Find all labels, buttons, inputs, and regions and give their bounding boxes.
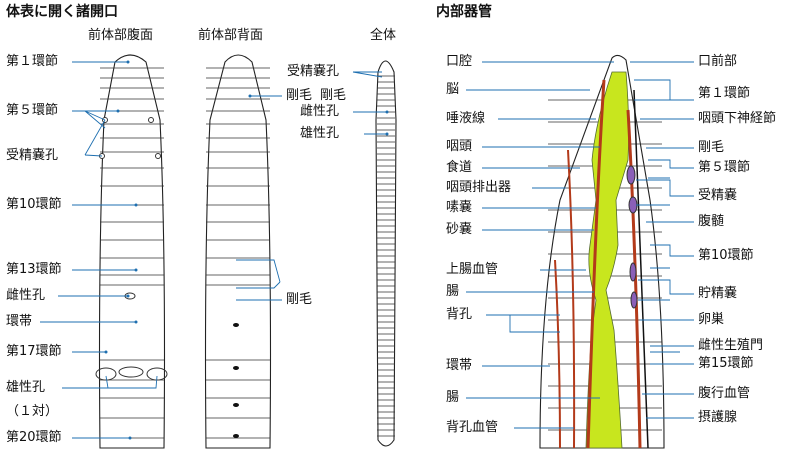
label-ventral-pair: （１対）: [6, 404, 59, 419]
label-ventral-vessel: 腹行血管: [698, 386, 751, 401]
label-seminal-vesicle: 貯精嚢: [698, 286, 738, 301]
label-ventral-seg5: 第５環節: [6, 103, 59, 118]
label-whole-bristle: 剛毛: [320, 88, 347, 103]
label-pharyngeal-nephridia: 咽頭排出器: [446, 180, 512, 195]
label-ventral-seg10: 第10環節: [6, 197, 62, 212]
label-pharynx: 咽頭: [446, 139, 473, 154]
label-internal-seg1: 第１環節: [698, 86, 751, 101]
subtitle-whole: 全体: [370, 28, 397, 43]
label-internal-seg5: 第５環節: [698, 160, 751, 175]
label-whole-female-pore: 雌性孔: [300, 104, 340, 119]
label-internal-bristle: 剛毛: [698, 140, 725, 155]
label-ventral-clitellum: 環帯: [6, 314, 33, 329]
subtitle-ventral: 前体部腹面: [88, 28, 154, 43]
label-dorsal-pore-vessel: 背孔血管: [446, 420, 499, 435]
label-ventral-seg13: 第13環節: [6, 262, 62, 277]
label-ventral-female-pore: 雌性孔: [6, 288, 46, 303]
internal-organs-drawing: [539, 54, 665, 449]
label-intestine-upper: 腸: [446, 284, 460, 299]
label-subpharyngeal-ganglion: 咽頭下神経節: [698, 111, 777, 126]
label-prostomium: 口前部: [698, 54, 738, 69]
label-intestine-lower: 腸: [446, 390, 460, 405]
label-mouth-cavity: 口腔: [446, 54, 473, 69]
label-ventral-seg1: 第１環節: [6, 54, 59, 69]
label-gizzard: 砂嚢: [446, 222, 473, 237]
label-internal-clitellum: 環帯: [446, 358, 473, 373]
label-internal-seg15: 第15環節: [698, 356, 754, 371]
label-dorsal-vessel: 上腸血管: [446, 262, 499, 277]
heading-body-openings: 体表に開く諸開口: [6, 4, 118, 20]
ventral-body-drawing: [95, 54, 168, 449]
label-ventral-nerve: 腹髄: [698, 214, 725, 229]
leader-lines: [40, 60, 694, 440]
label-prostate: 摂護腺: [698, 410, 738, 425]
label-dorsal-pore: 背孔: [446, 307, 473, 322]
label-whole-male-pore: 雄性孔: [300, 126, 340, 141]
label-ventral-male-pore: 雄性孔: [6, 380, 46, 395]
label-brain: 脳: [446, 82, 460, 97]
label-ventral-seg20: 第20環節: [6, 430, 62, 445]
label-ventral-receptacle-pore: 受精嚢孔: [6, 148, 59, 163]
label-seminal-receptacle: 受精嚢: [698, 188, 738, 203]
subtitle-dorsal: 前体部背面: [198, 28, 264, 43]
label-ventral-seg17: 第17環節: [6, 344, 62, 359]
label-ovary: 卵巣: [698, 312, 725, 327]
label-female-genital-pore: 雌性生殖門: [698, 338, 764, 353]
label-dorsal-bristle-mid: 剛毛: [286, 292, 313, 307]
label-whole-receptacle-pore: 受精嚢孔: [287, 64, 340, 79]
label-esophagus: 食道: [446, 160, 473, 175]
heading-internal-organs: 内部器管: [436, 4, 492, 20]
label-dorsal-bristle-top: 剛毛: [286, 88, 313, 103]
label-crop: 嗉嚢: [446, 200, 473, 215]
label-salivary: 唾液線: [446, 111, 486, 126]
whole-body-drawing: [375, 60, 397, 447]
dorsal-body-drawing: [204, 54, 272, 449]
label-internal-seg10: 第10環節: [698, 248, 754, 263]
